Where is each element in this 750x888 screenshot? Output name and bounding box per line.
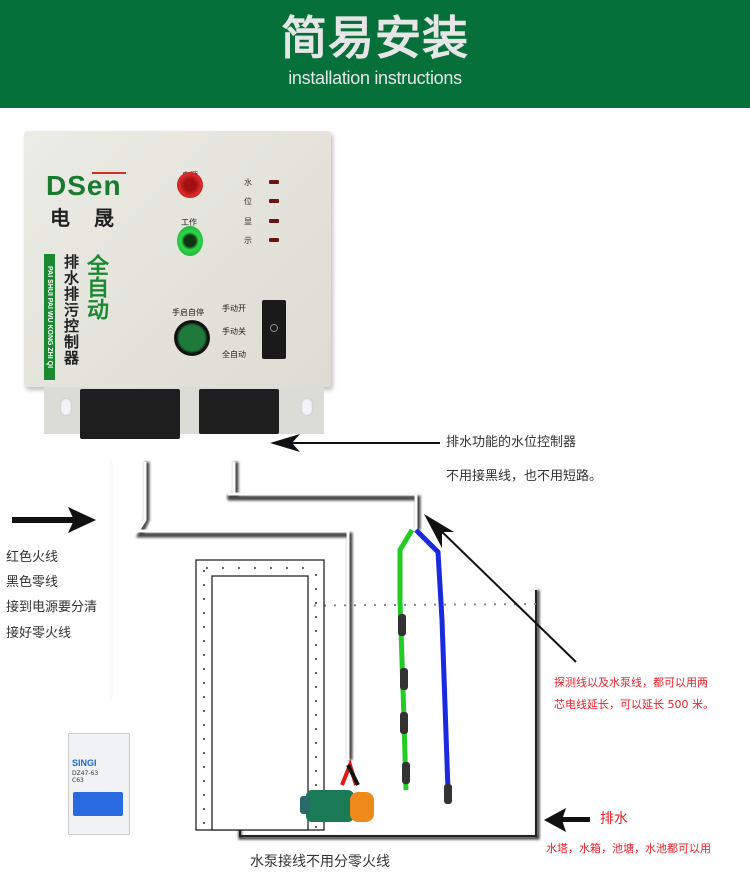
- header-banner: 简易安装 installation instructions: [0, 0, 750, 108]
- switch-position-on: 手动开: [222, 304, 246, 313]
- wiring-note-4: 接好零火线: [6, 626, 72, 641]
- arrow-drain: [544, 808, 590, 832]
- level-led-1: [269, 180, 279, 184]
- wiring-note-2: 黑色零线: [6, 575, 59, 590]
- probe-wire-green: [397, 528, 415, 791]
- manual-start-button[interactable]: [174, 320, 210, 356]
- level-label-1: 水: [244, 178, 252, 187]
- mount-hole-right: [301, 398, 313, 416]
- brand-name-cn: 电晟: [50, 206, 138, 230]
- drain-pipe: [195, 559, 325, 831]
- probe-note-line2: 芯电线延长，可以延长 500 米。: [554, 698, 714, 711]
- arrow-to-power-cable: [12, 507, 96, 533]
- work-indicator-lamp: [177, 226, 203, 256]
- level-label-4: 示: [244, 236, 252, 245]
- drain-label: 排水: [600, 811, 628, 827]
- power-terminal-block: [80, 389, 180, 439]
- probe-terminal-block: [199, 389, 279, 434]
- circuit-breaker: SINGI DZ47-63 C63: [68, 733, 130, 835]
- switch-position-off: 手动关: [222, 327, 246, 336]
- wiring-note-1: 红色火线: [6, 550, 59, 565]
- brand-logo: DSen: [46, 170, 122, 201]
- level-led-2: [269, 199, 279, 203]
- breaker-toggle[interactable]: [73, 792, 123, 816]
- pump-cable: [135, 462, 353, 760]
- probe-cable: [226, 462, 421, 530]
- level-led-3: [269, 219, 279, 223]
- breaker-brand: SINGI: [72, 758, 97, 768]
- probe-note-line1: 探测线以及水泵线，都可以用两: [554, 676, 708, 689]
- probe-wire-blue: [414, 528, 451, 791]
- page-title: 简易安装: [281, 11, 469, 65]
- work-lamp-label: 工作: [181, 218, 197, 227]
- product-name: 排水排污控制器: [62, 254, 80, 366]
- logo-accent: [92, 172, 126, 174]
- mount-hole-left: [60, 398, 72, 416]
- power-cable: [109, 460, 116, 700]
- level-controller-note-line1: 排水功能的水位控制器: [446, 435, 577, 450]
- level-label-3: 显: [244, 217, 252, 226]
- mode-rocker-switch[interactable]: [262, 300, 286, 359]
- pinyin-label: PAI SHUI PAI WU KONG ZHI QI: [44, 254, 55, 380]
- probe-electrodes: [398, 614, 452, 804]
- breaker-rating: C63: [72, 777, 84, 784]
- power-indicator-lamp: [177, 172, 203, 198]
- switch-position-auto: 全自动: [222, 350, 246, 359]
- page-subtitle: installation instructions: [288, 68, 462, 88]
- level-led-4: [269, 238, 279, 242]
- water-pump: [300, 790, 374, 822]
- manual-button-label: 手启自停: [172, 308, 204, 317]
- level-label-2: 位: [244, 197, 252, 206]
- mode-label: 全自动: [83, 254, 108, 320]
- drain-usage-note: 水塔，水箱，池塘，水池都可以用: [546, 842, 711, 855]
- arrow-to-level-terminal: [270, 434, 440, 452]
- switch-center-icon: [270, 324, 278, 332]
- pump-note: 水泵接线不用分零火线: [250, 854, 390, 870]
- arrow-to-probes: [424, 514, 577, 663]
- wiring-note-3: 接到电源要分清: [6, 600, 98, 615]
- breaker-model: DZ47-63: [72, 770, 99, 777]
- level-controller-note-line2: 不用接黑线，也不用短路。: [446, 469, 603, 484]
